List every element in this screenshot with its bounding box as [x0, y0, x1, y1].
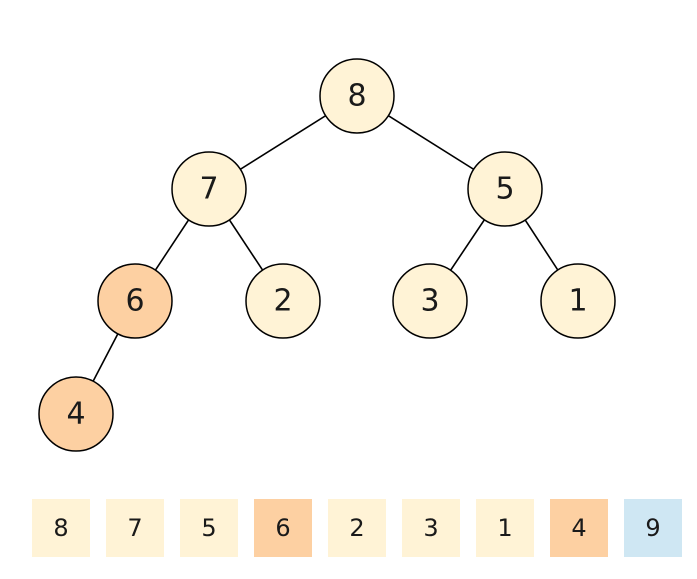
- tree-node: 3: [392, 263, 468, 339]
- tree-node-label: 4: [66, 397, 85, 432]
- tree-node-label: 3: [420, 284, 439, 319]
- array-cell: 4: [550, 499, 608, 557]
- array-cell: 2: [328, 499, 386, 557]
- tree-node-label: 5: [495, 172, 514, 207]
- tree-node-circle: [319, 58, 395, 134]
- tree-node: 1: [540, 263, 616, 339]
- tree-node: 4: [38, 376, 114, 452]
- tree-nodes: 8 7 5 6 2 3 1 4: [38, 58, 616, 452]
- array-cell: 7: [106, 499, 164, 557]
- tree-node-circle: [97, 263, 173, 339]
- tree-node-circle: [467, 151, 543, 227]
- tree-node-label: 2: [273, 284, 292, 319]
- tree-node: 7: [171, 151, 247, 227]
- tree-node-circle: [245, 263, 321, 339]
- tree-node-circle: [38, 376, 114, 452]
- tree-node: 8: [319, 58, 395, 134]
- tree-node-label: 1: [568, 284, 587, 319]
- tree-node: 5: [467, 151, 543, 227]
- tree-node-label: 6: [125, 284, 144, 319]
- array-cell: 1: [476, 499, 534, 557]
- array-cell: 8: [32, 499, 90, 557]
- array-cell: 3: [402, 499, 460, 557]
- tree-node-circle: [540, 263, 616, 339]
- array-cell: 6: [254, 499, 312, 557]
- array-cell: 5: [180, 499, 238, 557]
- tree-node: 6: [97, 263, 173, 339]
- tree-node-circle: [392, 263, 468, 339]
- tree-edges: [75, 95, 579, 415]
- tree-node-circle: [171, 151, 247, 227]
- tree-node: 2: [245, 263, 321, 339]
- tree-node-label: 8: [347, 79, 366, 114]
- array-cell: 9: [624, 499, 682, 557]
- tree-node-label: 7: [199, 172, 218, 207]
